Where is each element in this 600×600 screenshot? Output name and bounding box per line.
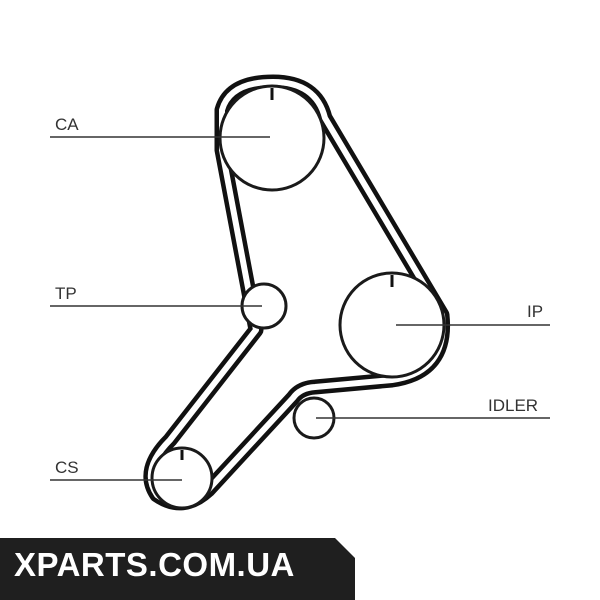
cs-label: CS xyxy=(55,458,79,477)
tp-label: TP xyxy=(55,284,77,303)
cs-pulley xyxy=(150,446,214,510)
ca-pulley xyxy=(218,84,326,192)
watermark-banner xyxy=(0,538,355,600)
ca-label: CA xyxy=(55,115,79,134)
ip-label: IP xyxy=(527,302,543,321)
watermark-text: XPARTS.COM.UA xyxy=(14,546,295,583)
idler-label: IDLER xyxy=(488,396,538,415)
